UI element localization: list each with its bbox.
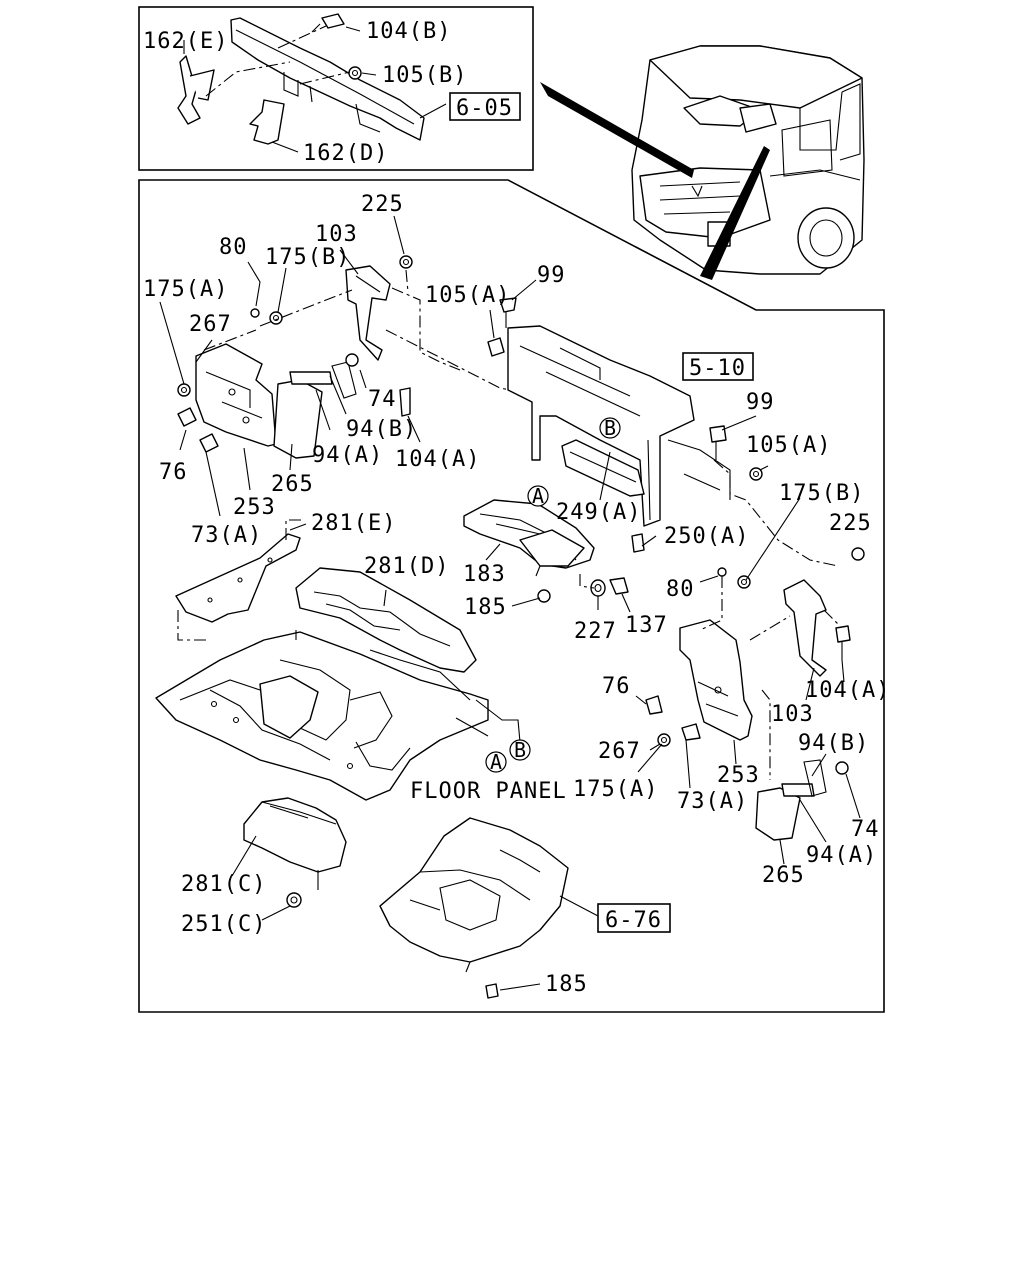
label-74-left: 74 (368, 387, 397, 412)
bracket-162E (177, 55, 215, 125)
label-76-left: 76 (159, 460, 188, 485)
right-bracket-253 (679, 619, 753, 741)
washer-227-bolt-137 (579, 574, 629, 597)
nut-105B (348, 66, 362, 80)
label-103-left: 103 (315, 222, 358, 247)
label-105A-left: 105(A) (425, 283, 510, 308)
arrow-to-floor (700, 146, 770, 280)
left-plate-265 (273, 371, 333, 459)
label-225-right: 225 (829, 511, 872, 536)
left-bolts (177, 255, 517, 453)
label-105B: 105(B) (382, 63, 467, 88)
floor-6-76 (379, 817, 569, 999)
label-267-right: 267 (598, 739, 641, 764)
label-104B: 104(B) (366, 19, 451, 44)
label-281D: 281(D) (364, 554, 449, 579)
circle-B-top (599, 417, 621, 439)
circle-A-top (527, 485, 549, 507)
panel-183 (463, 499, 595, 603)
ref-box-6-05 (449, 92, 521, 121)
bolt-104B (311, 13, 345, 33)
label-floor-panel: FLOOR PANEL (410, 779, 567, 804)
ref-box-6-76 (597, 903, 671, 933)
left-dashed-lines (203, 269, 511, 391)
label-99-right: 99 (746, 390, 775, 415)
left-clip-94B (331, 361, 357, 399)
left-bracket-103 (345, 265, 391, 361)
left-bracket-253 (195, 343, 277, 447)
label-162E: 162(E) (143, 29, 228, 54)
label-185-top: 185 (464, 595, 507, 620)
inset-frame (138, 6, 534, 171)
label-94B-right: 94(B) (798, 731, 869, 756)
inset-crossmember (230, 17, 425, 141)
label-162D: 162(D) (303, 141, 388, 166)
truck-cab-illustration (631, 45, 865, 275)
label-265-right: 265 (762, 863, 805, 888)
label-175B-right: 175(B) (779, 481, 864, 506)
circle-A-floor-label: A (490, 750, 502, 774)
floor-panel-main (155, 631, 489, 801)
floor-plate-281D (295, 567, 477, 673)
label-225-left: 225 (361, 192, 404, 217)
right-bolts (645, 567, 851, 775)
circle-B-floor-label: B (514, 738, 526, 762)
label-175A-right: 175(A) (573, 777, 658, 802)
label-74-right: 74 (851, 817, 880, 842)
arrow-to-cab (540, 82, 694, 178)
label-94A-right: 94(A) (806, 843, 877, 868)
label-183: 183 (463, 562, 506, 587)
circle-B-floor (509, 739, 531, 761)
label-80-right: 80 (666, 577, 695, 602)
main-frame (138, 179, 885, 1013)
label-105A-right: 105(A) (746, 433, 831, 458)
label-253-right: 253 (717, 763, 760, 788)
circle-A-top-label: A (532, 484, 544, 508)
ref-6-76: 6-76 (605, 908, 662, 933)
circle-A-floor (485, 751, 507, 773)
duct-281C (243, 797, 347, 908)
right-bracket-103 (783, 579, 827, 677)
label-249A: 249(A) (556, 500, 641, 525)
label-73A-left: 73(A) (191, 523, 262, 548)
dash-inner-249A (561, 439, 645, 497)
floor-plate-281E (175, 533, 301, 623)
label-251C: 251(C) (181, 912, 266, 937)
right-dashed-lines (699, 576, 841, 780)
label-76-right: 76 (602, 674, 631, 699)
label-281C: 281(C) (181, 872, 266, 897)
right-plate-265 (755, 759, 827, 841)
ref-5-10: 5-10 (689, 356, 746, 381)
bracket-162D (249, 99, 285, 145)
ref-box-5-10 (682, 352, 754, 381)
label-227: 227 (574, 619, 617, 644)
label-94B-left: 94(B) (346, 417, 417, 442)
label-94A-left: 94(A) (312, 443, 383, 468)
label-175A-left: 175(A) (143, 277, 228, 302)
leader-lines (159, 215, 861, 991)
label-175B-left: 175(B) (265, 245, 350, 270)
label-185-bottom: 185 (545, 972, 588, 997)
label-80-left: 80 (219, 235, 248, 260)
label-73A-right: 73(A) (677, 789, 748, 814)
label-104A-left: 104(A) (395, 447, 480, 472)
ref-6-05: 6-05 (456, 96, 513, 121)
label-265-left: 265 (271, 472, 314, 497)
label-253-left: 253 (233, 495, 276, 520)
label-250A: 250(A) (664, 524, 749, 549)
label-267-left: 267 (189, 312, 232, 337)
label-281E: 281(E) (311, 511, 396, 536)
label-137: 137 (625, 613, 668, 638)
label-103-right: 103 (771, 702, 814, 727)
label-104A-right: 104(A) (805, 678, 890, 703)
label-99-left: 99 (537, 263, 566, 288)
circle-B-top-label: B (604, 416, 616, 440)
